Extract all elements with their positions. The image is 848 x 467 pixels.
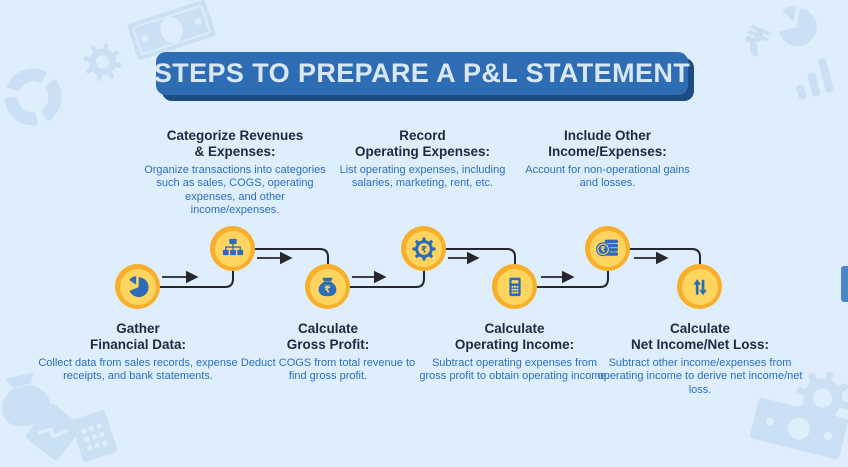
step-heading: Categorize Revenues & Expenses: (140, 128, 330, 159)
step-text-gather-data: Gather Financial Data: Collect data from… (36, 321, 240, 384)
node-inner-ring: ₹ (589, 230, 626, 267)
up-down-arrows-icon (692, 278, 707, 295)
step-node-other-income: ₹ (585, 226, 630, 271)
step-text-record-opex: Record Operating Expenses: List operatin… (330, 128, 515, 191)
svg-text:₹: ₹ (420, 245, 426, 255)
step-description: Subtract operating expenses from gross p… (419, 357, 610, 383)
ledger-coin-icon: ₹ (595, 239, 618, 256)
step-heading-line2: Operating Expenses: (354, 143, 491, 159)
gear-rupee-icon: ₹ (411, 236, 436, 261)
step-heading-line1: Calculate (297, 321, 359, 336)
title-banner: STEPS TO PREPARE A P&L STATEMENT (153, 52, 691, 95)
step-heading-line1: Include Other (563, 128, 651, 143)
step-heading-line1: Record (399, 128, 446, 143)
node-inner-ring (119, 268, 156, 305)
svg-text:₹: ₹ (324, 285, 331, 296)
org-chart-icon (222, 238, 243, 255)
node-inner-ring (496, 268, 533, 305)
step-heading: Include Other Income/Expenses: (515, 128, 700, 159)
step-description: Deduct COGS from total revenue to find g… (240, 357, 416, 383)
step-heading-line2: Financial Data: (89, 336, 187, 352)
step-heading: Gather Financial Data: (36, 321, 240, 352)
svg-text:₹: ₹ (600, 245, 605, 254)
step-heading: Calculate Net Income/Net Loss: (592, 321, 808, 352)
step-node-gather-data (115, 264, 160, 309)
step-text-gross-profit: Calculate Gross Profit: Deduct COGS from… (233, 321, 423, 384)
step-heading-line2: Net Income/Net Loss: (630, 336, 770, 352)
step-node-categorize (210, 226, 255, 271)
node-inner-ring: ₹ (309, 268, 346, 305)
node-inner-ring (214, 230, 251, 267)
page-title: STEPS TO PREPARE A P&L STATEMENT (153, 58, 691, 88)
node-inner-ring: ₹ (405, 230, 442, 267)
step-description: Organize transactions into categories su… (144, 164, 326, 217)
step-heading-line2: & Expenses: (194, 143, 276, 159)
step-text-categorize: Categorize Revenues & Expenses: Organize… (140, 128, 330, 218)
step-node-record-opex: ₹ (401, 226, 446, 271)
step-heading-line1: Calculate (484, 321, 545, 336)
step-heading-line1: Calculate (669, 321, 731, 336)
step-text-other-income: Include Other Income/Expenses: Account f… (515, 128, 700, 191)
step-description: List operating expenses, including salar… (339, 164, 506, 190)
step-text-operating-income: Calculate Operating Income: Subtract ope… (417, 321, 612, 384)
step-heading-line1: Categorize Revenues (166, 128, 304, 143)
clipped-bar-icon (841, 266, 848, 302)
step-node-net-income (677, 264, 722, 309)
step-heading: Record Operating Expenses: (330, 128, 515, 159)
step-description: Subtract other income/expenses from oper… (597, 357, 803, 396)
pie-chart-icon (129, 276, 149, 298)
step-heading: Calculate Operating Income: (417, 321, 612, 352)
step-node-operating-income (492, 264, 537, 309)
step-text-net-income: Calculate Net Income/Net Loss: Subtract … (592, 321, 808, 397)
calculator-icon (508, 277, 521, 296)
step-heading-line2: Operating Income: (454, 336, 575, 352)
step-node-gross-profit: ₹ (305, 264, 350, 309)
step-description: Account for non-operational gains and lo… (525, 164, 690, 190)
step-heading: Calculate Gross Profit: (233, 321, 423, 352)
money-bag-icon: ₹ (318, 277, 337, 297)
node-inner-ring (681, 268, 718, 305)
step-heading-line2: Income/Expenses: (548, 143, 667, 159)
step-description: Collect data from sales records, expense… (38, 357, 238, 383)
step-heading-line1: Gather (116, 321, 160, 336)
step-heading-line2: Gross Profit: (286, 336, 370, 352)
